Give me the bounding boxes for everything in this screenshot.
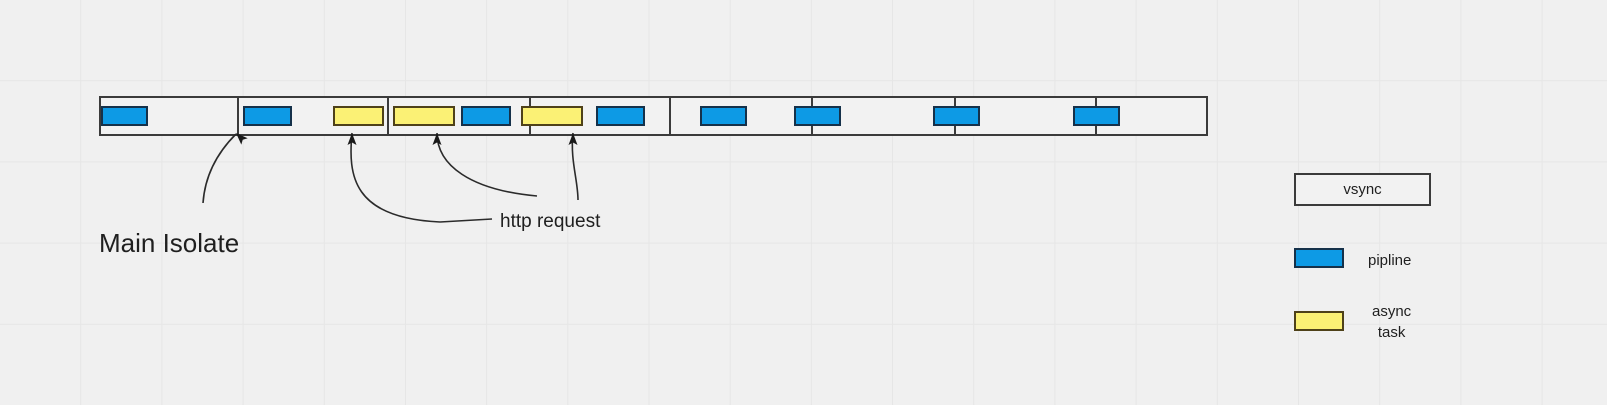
vsync-divider-1 [237, 98, 239, 134]
legend-swatch-async-task [1294, 311, 1344, 331]
leader-http-1 [350, 132, 441, 223]
vsync-divider-4 [669, 98, 671, 134]
vsync-divider-2 [387, 98, 389, 134]
pipeline-bar[interactable] [933, 106, 980, 126]
leader-http-connector [439, 218, 493, 223]
pipeline-bar[interactable] [101, 106, 148, 126]
pipeline-bar[interactable] [700, 106, 747, 126]
pipeline-bar[interactable] [243, 106, 292, 126]
legend-label-pipeline: pipline [1368, 252, 1412, 269]
async-task-bar[interactable] [393, 106, 455, 126]
main-isolate-label: Main Isolate [99, 228, 240, 258]
pipeline-bar[interactable] [596, 106, 645, 126]
http-request-label: http request [500, 211, 601, 232]
async-task-bar[interactable] [333, 106, 384, 126]
main-isolate-timeline-track[interactable] [99, 96, 1208, 136]
async-task-bar[interactable] [521, 106, 583, 126]
leader-http-2 [436, 132, 538, 197]
legend-vsync-label: vsync [1343, 181, 1382, 198]
legend-label-async-task: async task [1372, 303, 1412, 341]
pipeline-bar[interactable] [794, 106, 841, 126]
legend-swatch-pipeline [1294, 248, 1344, 268]
leader-main-isolate [202, 133, 237, 204]
leader-http-3 [571, 132, 579, 201]
pipeline-bar[interactable] [1073, 106, 1120, 126]
pipeline-bar[interactable] [461, 106, 511, 126]
legend-vsync-box[interactable]: vsync [1294, 173, 1431, 206]
